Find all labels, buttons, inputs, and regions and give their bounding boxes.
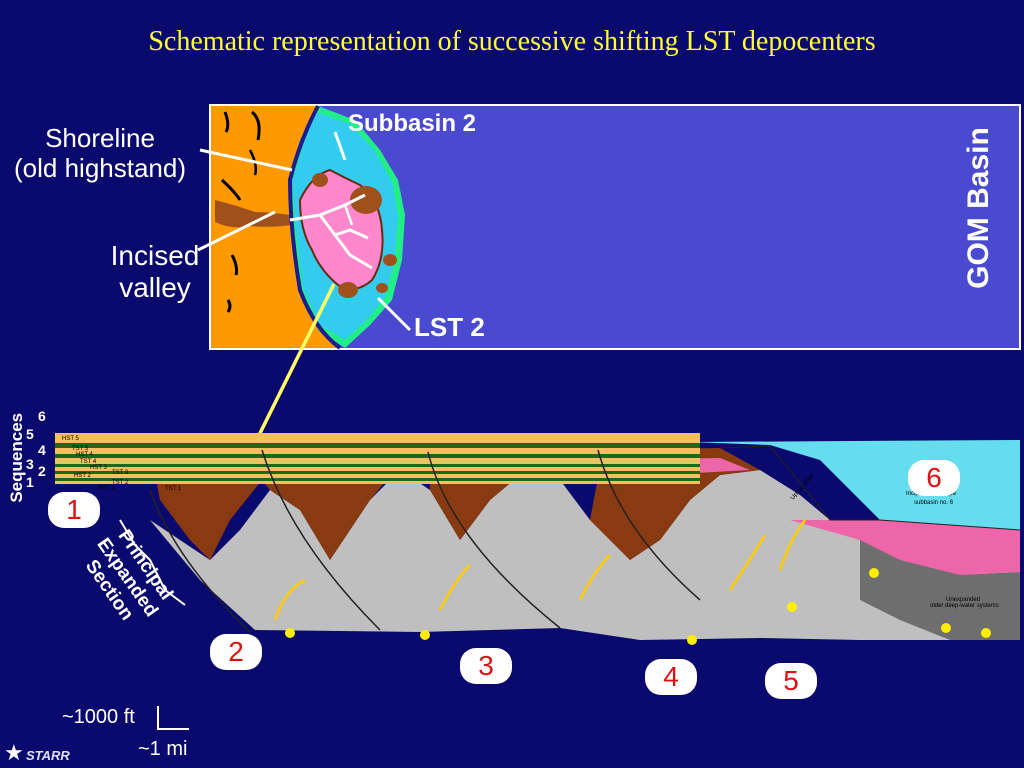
hst3-tag: HST 3 [90,465,108,471]
subbasin-2-badge: 2 [210,634,262,670]
starr-logo: ★ STARR [4,740,88,766]
subbasin-1-badge: 1 [48,492,100,528]
subbasin-4-badge: 4 [645,659,697,695]
scale-bar [157,706,189,730]
incipient-label-2: subbasin no. 6 [914,500,954,506]
shoreline-label-line1: Shoreline [45,123,155,153]
cross-section [55,433,1021,645]
subbasin-3-badge: 3 [460,648,512,684]
map-inset [197,104,1021,350]
tst3-tag: TST 3 [112,470,129,476]
seq-5: 5 [26,426,34,442]
hst2-tag: HST 2 [74,473,92,479]
vertical-scale-label: ~1000 ft [62,706,135,728]
incised-label-line2: valley [119,272,191,304]
hst4-tag: HST 4 [76,452,94,458]
incised-valley [215,200,292,228]
shoreline-label: Shoreline (old highstand) [0,123,200,184]
sequences-label: Sequences [7,412,27,503]
unexpanded-label-2: older deep-water systems [930,603,999,609]
seq-6: 6 [38,408,46,424]
hst1-tag: HST 1 [98,485,116,491]
seq-4: 4 [38,442,46,458]
subbasin-6-badge: 6 [908,460,960,496]
unexpanded-label-1: Unexpanded [946,597,980,603]
star-icon: ★ [4,740,24,765]
land-area [211,106,340,348]
incised-valley-label: Incised valley [80,240,230,304]
shoreline-label-line2: (old highstand) [14,152,186,183]
slide-title: Schematic representation of successive s… [148,26,876,57]
tst5-tag: TST 5 [72,446,89,452]
tst1-tag: TST 1 [165,486,182,492]
tst4-tag: TST 4 [80,459,97,465]
incised-label-line1: Incised [110,240,200,271]
tst2-tag: TST 2 [112,480,129,486]
logo-text: STARR [26,748,70,763]
subbasin-5-badge: 5 [765,663,817,699]
horizontal-scale-label: ~1 mi [138,738,188,760]
hst5-tag: HST 5 [62,436,80,442]
grey-substrate [150,470,1020,640]
seq-2: 2 [38,463,46,479]
subbasin-label: Subbasin 2 [348,110,477,137]
gom-basin-label: GOM Basin [962,127,995,289]
lst-label: LST 2 [414,312,485,342]
seq-1: 1 [26,474,34,490]
seq-3: 3 [26,456,34,472]
